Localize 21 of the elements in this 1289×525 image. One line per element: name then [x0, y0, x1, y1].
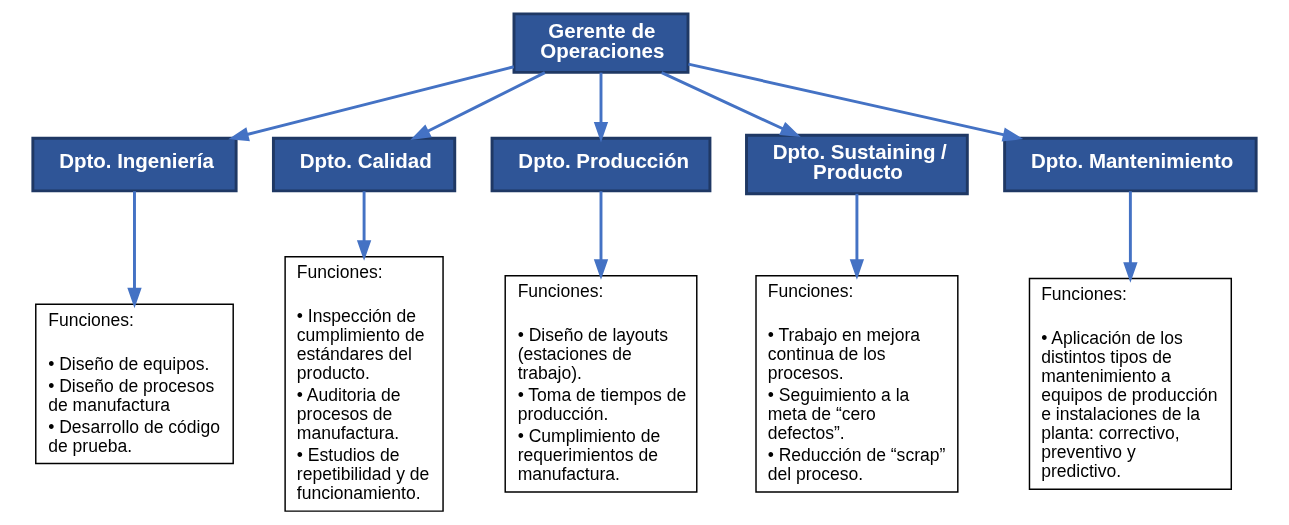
arrow: [127, 191, 142, 309]
arrow: [849, 193, 865, 280]
arrow: [1123, 191, 1138, 283]
node-box: Dpto. Mantenimiento: [1003, 136, 1258, 193]
node-box: Funciones: • Inspección de cumplimiento de estándares del producto. • Auditoria de procesos de manufactura. • Estudios de repetibilidad y de funcionamiento.: [284, 255, 444, 512]
arrow: [593, 191, 609, 280]
node-box: Dpto. Calidad: [271, 136, 457, 193]
node-box: Funciones: • Diseño de equipos. • Diseño de procesos de manufactura • Desarrollo de código de prueba.: [35, 303, 234, 465]
node-box: Funciones: • Diseño de layouts (estaciones de trabajo). • Toma de tiempos de producción. • Cumplimiento de requerimientos de manufactura.: [504, 274, 698, 493]
arrow: [661, 71, 801, 138]
arrow: [410, 71, 546, 140]
arrow: [228, 65, 515, 142]
node-box: Funciones: • Aplicación de los distintos tipos de mantenimiento a equipos de producción e instalaciones de la planta: correctivo, preventivo y predictivo.: [1028, 277, 1232, 490]
arrow: [688, 62, 1024, 142]
node-box: Funciones: • Trabajo en mejora continua de los procesos. • Seguimiento a la meta de “cero defectos”. • Reducción de “scrap” del proceso.: [755, 274, 959, 493]
node-box: Dpto. Producción: [490, 136, 712, 193]
node-box: Dpto. Sustaining / Producto: [745, 133, 969, 196]
arrow: [593, 72, 609, 143]
arrow: [356, 191, 372, 261]
node-box: Gerente de Operaciones: [512, 12, 690, 74]
node-box: Dpto. Ingeniería: [31, 136, 238, 193]
